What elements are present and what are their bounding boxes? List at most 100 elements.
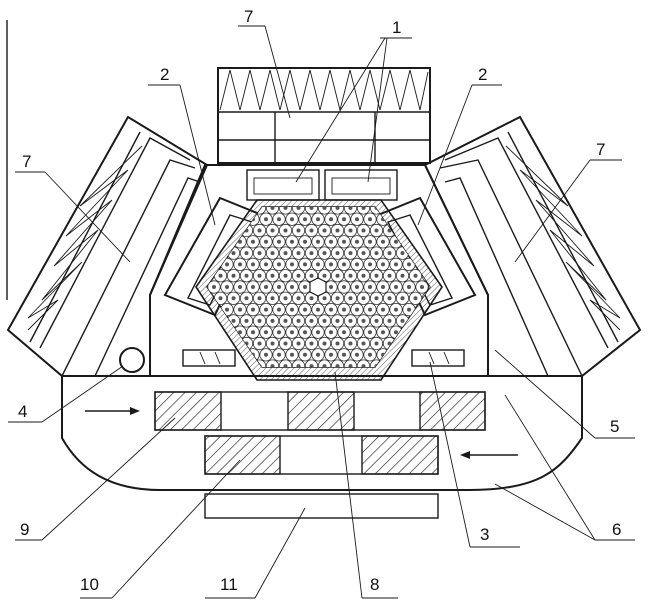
fuel-element [448,315,460,327]
fuel-element-core [361,296,366,301]
fuel-element-core [283,273,288,278]
fuel-element-core [316,239,320,244]
fuel-element [370,383,382,395]
fuel-element-core [394,262,398,267]
fuel-element-core [303,352,307,357]
fuel-element-core [387,296,392,301]
fuel-element-core [388,183,392,187]
base-platform [61,375,583,491]
fuel-element-core [336,183,340,187]
fuel-element [396,179,408,191]
fuel-element-core [348,341,353,346]
fuel-element-core [361,318,366,323]
fuel-element-core [322,251,327,256]
fuel-element-core [277,352,281,357]
fuel-element-core [186,240,190,244]
fuel-element-core [329,285,333,289]
fuel-element-core [361,228,366,233]
fuel-element-core [381,239,385,244]
fuel-element-core [387,273,392,278]
fuel-element-core [207,341,210,346]
fuel-element-core [193,251,197,255]
fuel-element-core [322,273,327,278]
label-10: 10 [80,575,99,594]
fuel-element-core [309,364,314,367]
fuel-element-core [349,387,353,391]
fuel-element [234,190,246,202]
fuel-element-core [453,319,457,323]
label-5: 5 [610,417,619,436]
fuel-element [442,371,454,383]
fuel-element-core [270,207,275,210]
fuel-element-core [335,251,340,256]
fuel-element [279,179,291,191]
fuel-element-core [335,364,340,367]
fuel-element-core [446,262,450,266]
fuel-element-core [335,207,340,210]
fuel-element-core [238,239,242,244]
fuel-element-core [355,239,359,244]
fuel-element [182,371,194,383]
fuel-element-core [207,228,210,233]
fuel-element-core [264,262,268,267]
fuel-element [201,179,213,191]
fuel-element-core [374,318,379,323]
fuel-element-core [342,262,346,267]
fuel-element-core [283,207,288,210]
fuel-element-core [355,352,359,357]
label-11: 11 [220,575,238,594]
fuel-element [188,315,200,327]
fuel-element-core [440,296,444,300]
fuel-element-core [407,217,411,222]
fuel-element [383,179,395,191]
fuel-element-core [212,330,216,335]
fuel-element-core [212,285,216,289]
fuel-element [207,325,208,339]
fuel-element-core [322,364,327,367]
fuel-element [207,280,208,294]
fuel-element-core [277,307,281,312]
fuel-element-core [303,195,307,199]
label-3: 3 [480,525,489,544]
fuel-element-core [251,239,255,244]
fuel-element [213,336,228,351]
label-7-right: 7 [596,140,605,159]
fuel-element-core [342,307,346,312]
fuel-element-core [186,330,190,334]
fuel-element [448,202,460,214]
fuel-element-core [258,183,262,187]
fuel-element-core [199,217,203,221]
fuel-element-core [193,319,197,323]
fuel-element [370,179,382,191]
fuel-element-core [316,307,320,312]
fuel-element [208,371,220,383]
fuel-element [428,280,430,294]
fuel-element-core [264,239,268,244]
fuel-element-core [342,217,346,222]
central-channel [309,277,327,297]
fuel-element-core [335,341,340,346]
fuel-element [240,383,252,395]
fuel-element [182,326,194,338]
fuel-element-core [322,207,327,210]
fuel-element [207,325,221,339]
fuel-element [253,179,265,191]
fuel-element-core [290,239,294,244]
fuel-element-core [284,183,288,187]
fuel-element-core [244,296,249,301]
fuel-element-core [361,341,366,346]
fuel-element-core [433,195,437,199]
fuel-element-core [375,387,379,391]
fuel-element-core [453,274,457,278]
fuel-element-core [453,342,457,346]
fuel-element-core [283,318,288,323]
fuel-element [442,326,454,338]
fuel-element [214,179,226,191]
fuel-element [390,190,402,202]
fuel-element-core [296,318,301,323]
fuel-element-core [296,273,301,278]
fuel-element-core [257,296,262,301]
fuel-element-core [251,195,255,199]
fuel-element-core [446,217,450,221]
fuel-element-core [271,387,275,391]
